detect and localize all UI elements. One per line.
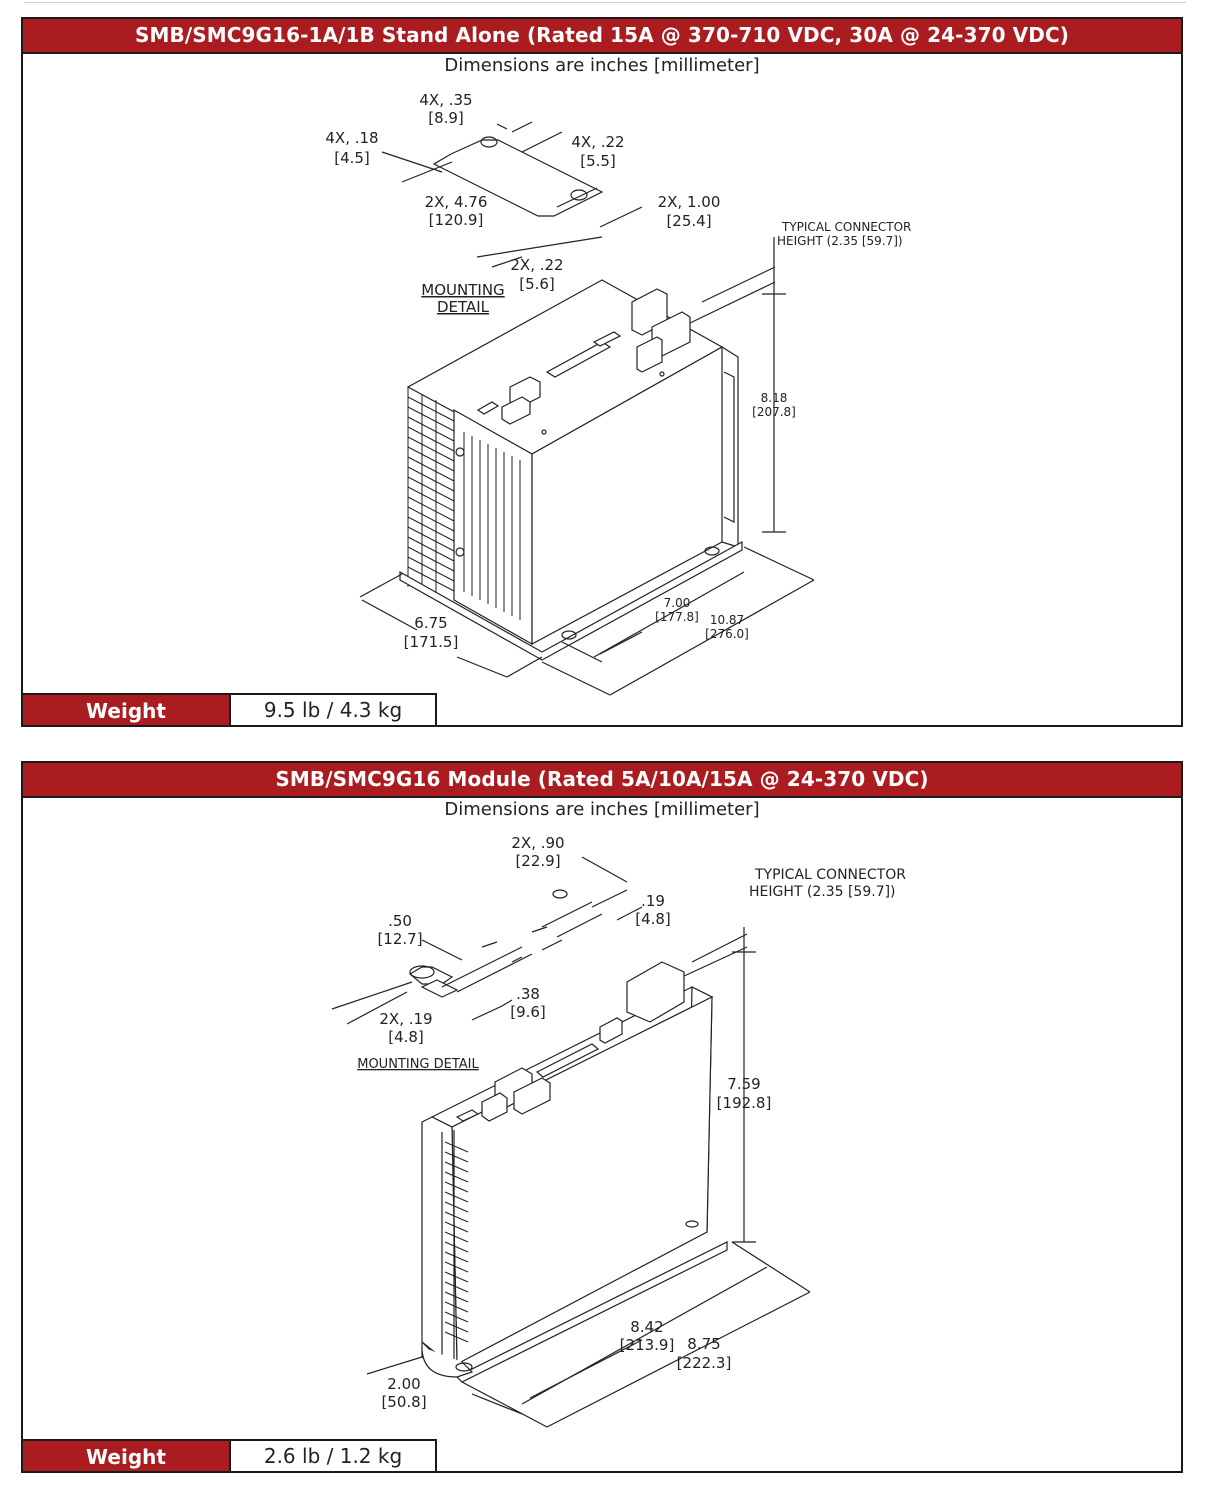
mounting-label-2: DETAIL <box>437 298 490 316</box>
total-length-dim: 10.87 <box>710 613 744 627</box>
stand-alone-panel: MOUNTING DETAIL 4X, .35 [8.9] 4X, .18 [4… <box>21 17 1183 727</box>
length-dim-mm: [213.9] <box>620 1336 675 1354</box>
module-drawing: 2X, .90 [22.9] .19 [4.8] .50 [12.7] .38 … <box>331 834 906 1428</box>
mounting-label: MOUNTING DETAIL <box>357 1057 479 1072</box>
total-length-dim-mm: [222.3] <box>677 1354 732 1372</box>
dim-text: [4.5] <box>334 149 370 167</box>
dim-text: [8.9] <box>428 109 464 127</box>
height-dim: 8.18 <box>761 391 788 405</box>
width-dim: 6.75 <box>414 614 447 632</box>
dim-text: .38 <box>516 985 540 1003</box>
weight-label: Weight <box>23 1439 229 1471</box>
length-dim-mm: [177.8] <box>655 610 699 624</box>
weight-value: 2.6 lb / 1.2 kg <box>229 1439 437 1471</box>
dim-text: 4X, .18 <box>325 129 378 147</box>
connector-label-1: TYPICAL CONNECTOR <box>754 867 906 883</box>
height-dim-mm: [207.8] <box>752 405 796 419</box>
dim-text: [12.7] <box>377 930 422 948</box>
dim-text: [120.9] <box>429 211 484 229</box>
weight-value: 9.5 lb / 4.3 kg <box>229 693 437 725</box>
dim-text: [4.8] <box>635 910 671 928</box>
width-dim: 2.00 <box>387 1375 420 1393</box>
connector-label-2: HEIGHT (2.35 [59.7]) <box>777 234 903 248</box>
mounting-label-1: MOUNTING <box>421 281 504 299</box>
height-dim: 7.59 <box>727 1075 760 1093</box>
module-panel: 2X, .90 [22.9] .19 [4.8] .50 [12.7] .38 … <box>21 761 1183 1473</box>
panel-title: SMB/SMC9G16-1A/1B Stand Alone (Rated 15A… <box>23 19 1181 54</box>
dim-text: .50 <box>388 912 412 930</box>
connector-label-2: HEIGHT (2.35 [59.7]) <box>749 884 896 900</box>
dim-text: [4.8] <box>388 1028 424 1046</box>
panel-title: SMB/SMC9G16 Module (Rated 5A/10A/15A @ 2… <box>23 763 1181 798</box>
dim-text: [5.5] <box>580 152 616 170</box>
length-dim: 8.42 <box>630 1318 663 1336</box>
dim-text: 2X, .90 <box>511 834 564 852</box>
dim-text: [22.9] <box>515 852 560 870</box>
dim-text: [9.6] <box>510 1003 546 1021</box>
dim-text: .19 <box>641 892 665 910</box>
width-dim-mm: [50.8] <box>381 1393 426 1411</box>
dim-text: [25.4] <box>666 212 711 230</box>
weight-label: Weight <box>23 693 229 725</box>
dim-text: 2X, 4.76 <box>425 193 488 211</box>
total-length-dim-mm: [276.0] <box>705 627 749 641</box>
dim-text: 2X, .22 <box>510 256 563 274</box>
height-dim-mm: [192.8] <box>717 1094 772 1112</box>
weight-row: Weight 9.5 lb / 4.3 kg <box>23 693 437 725</box>
dim-text: [5.6] <box>519 275 555 293</box>
connector-label-1: TYPICAL CONNECTOR <box>781 220 911 234</box>
length-dim: 7.00 <box>664 596 691 610</box>
dim-text: 2X, 1.00 <box>658 193 721 211</box>
top-rule <box>24 2 1186 3</box>
width-dim-mm: [171.5] <box>404 633 459 651</box>
panel-subtitle: Dimensions are inches [millimeter] <box>444 799 760 820</box>
dim-text: 4X, .22 <box>571 133 624 151</box>
weight-row: Weight 2.6 lb / 1.2 kg <box>23 1439 437 1471</box>
stand-alone-drawing: MOUNTING DETAIL 4X, .35 [8.9] 4X, .18 [4… <box>325 91 911 696</box>
dim-text: 4X, .35 <box>419 91 472 109</box>
panel-subtitle: Dimensions are inches [millimeter] <box>444 55 760 76</box>
dim-text: 2X, .19 <box>379 1010 432 1028</box>
total-length-dim: 8.75 <box>687 1335 720 1353</box>
